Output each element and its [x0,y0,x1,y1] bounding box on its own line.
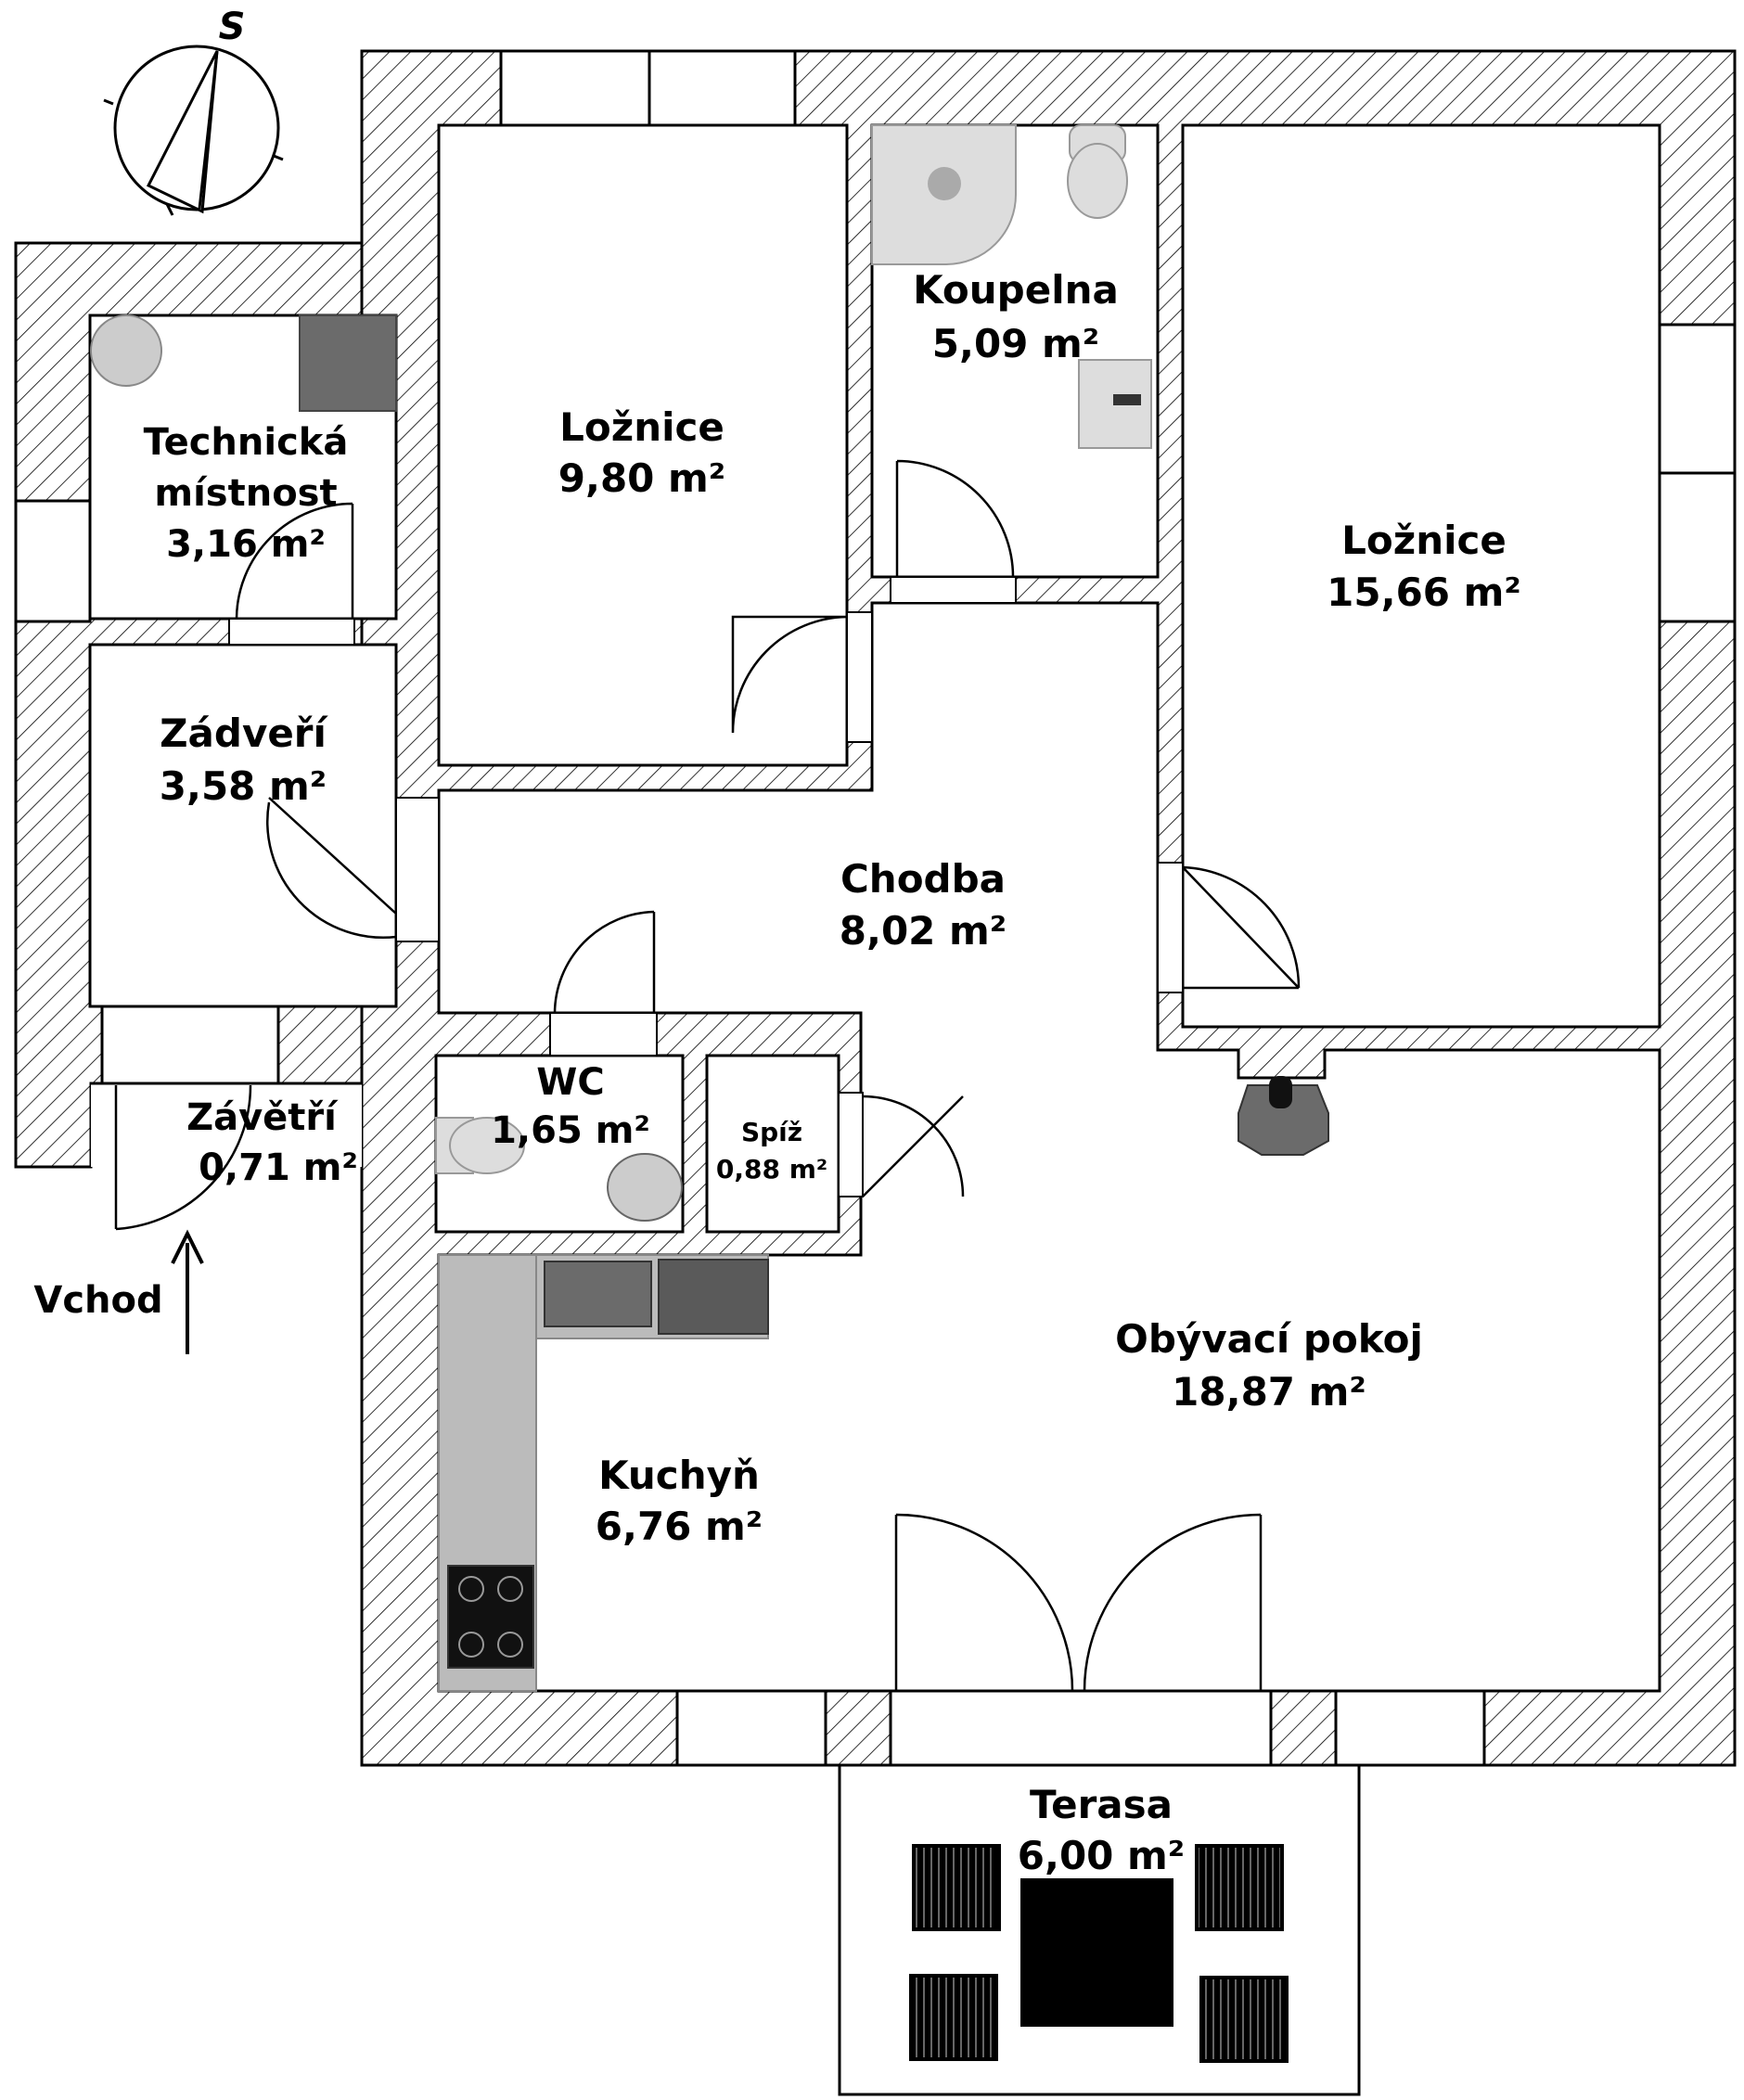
terrace-chair-icon [1199,1976,1289,2063]
doors [114,459,1301,1692]
technicka-name-2: místnost [154,472,337,515]
entrance-arrow-icon [171,1229,204,1264]
technicka-name-1: Technická [144,421,349,464]
zadveri-area: 3,58 m² [160,763,327,809]
oven-icon [658,1259,769,1335]
technicka-area: 3,16 m² [166,523,326,566]
zavetri-name: Závětří [186,1096,339,1139]
loznice2-name: Ložnice [1341,518,1507,563]
technical-unit-icon [299,314,397,412]
terrace-chair-icon [909,1974,998,2061]
terasa-name: Terasa [1030,1782,1173,1827]
boiler-icon [90,314,162,387]
loznice1-area: 9,80 m² [558,455,725,501]
windows [14,49,1737,1767]
spiz-area: 0,88 m² [716,1154,827,1184]
koupelna-area: 5,09 m² [932,321,1099,366]
kuchyn-area: 6,76 m² [596,1504,763,1549]
cooktop-icon [447,1565,534,1669]
obyvaci-area: 18,87 m² [1172,1369,1366,1415]
fixtures [90,124,1329,1692]
terrace [838,1763,1361,2096]
compass-label: S [219,6,246,48]
spiz-name: Spíž [741,1117,802,1147]
room-floors [88,123,1661,1693]
entrance-marker: Vchod [33,1229,204,1354]
terrace-chair-icon [912,1844,1001,1931]
kuchyn-name: Kuchyň [598,1453,760,1498]
wc-area: 1,65 m² [491,1109,650,1152]
entrance-label: Vchod [33,1279,162,1322]
zavetri-area: 0,71 m² [199,1146,358,1189]
kitchen-sink-icon [544,1261,652,1327]
loznice2-area: 15,66 m² [1327,570,1521,615]
koupelna-name: Koupelna [913,267,1119,313]
room-labels: Technická místnost 3,16 m² Ložnice 9,80 … [144,267,1521,1878]
terrace-table-icon [1020,1878,1173,2027]
terrace-chair-icon [1195,1844,1284,1931]
terasa-area: 6,00 m² [1018,1833,1185,1878]
compass: S [103,6,284,216]
obyvaci-name: Obývací pokoj [1115,1316,1423,1362]
stove-icon [1237,1084,1329,1156]
loznice1-name: Ložnice [559,404,725,450]
wc-name: WC [536,1061,604,1104]
wc-basin-icon [607,1153,683,1222]
chodba-area: 8,02 m² [840,908,1007,954]
chodba-name: Chodba [840,856,1006,902]
zadveri-name: Zádveří [160,711,328,756]
compass-needle-icon [146,50,219,214]
